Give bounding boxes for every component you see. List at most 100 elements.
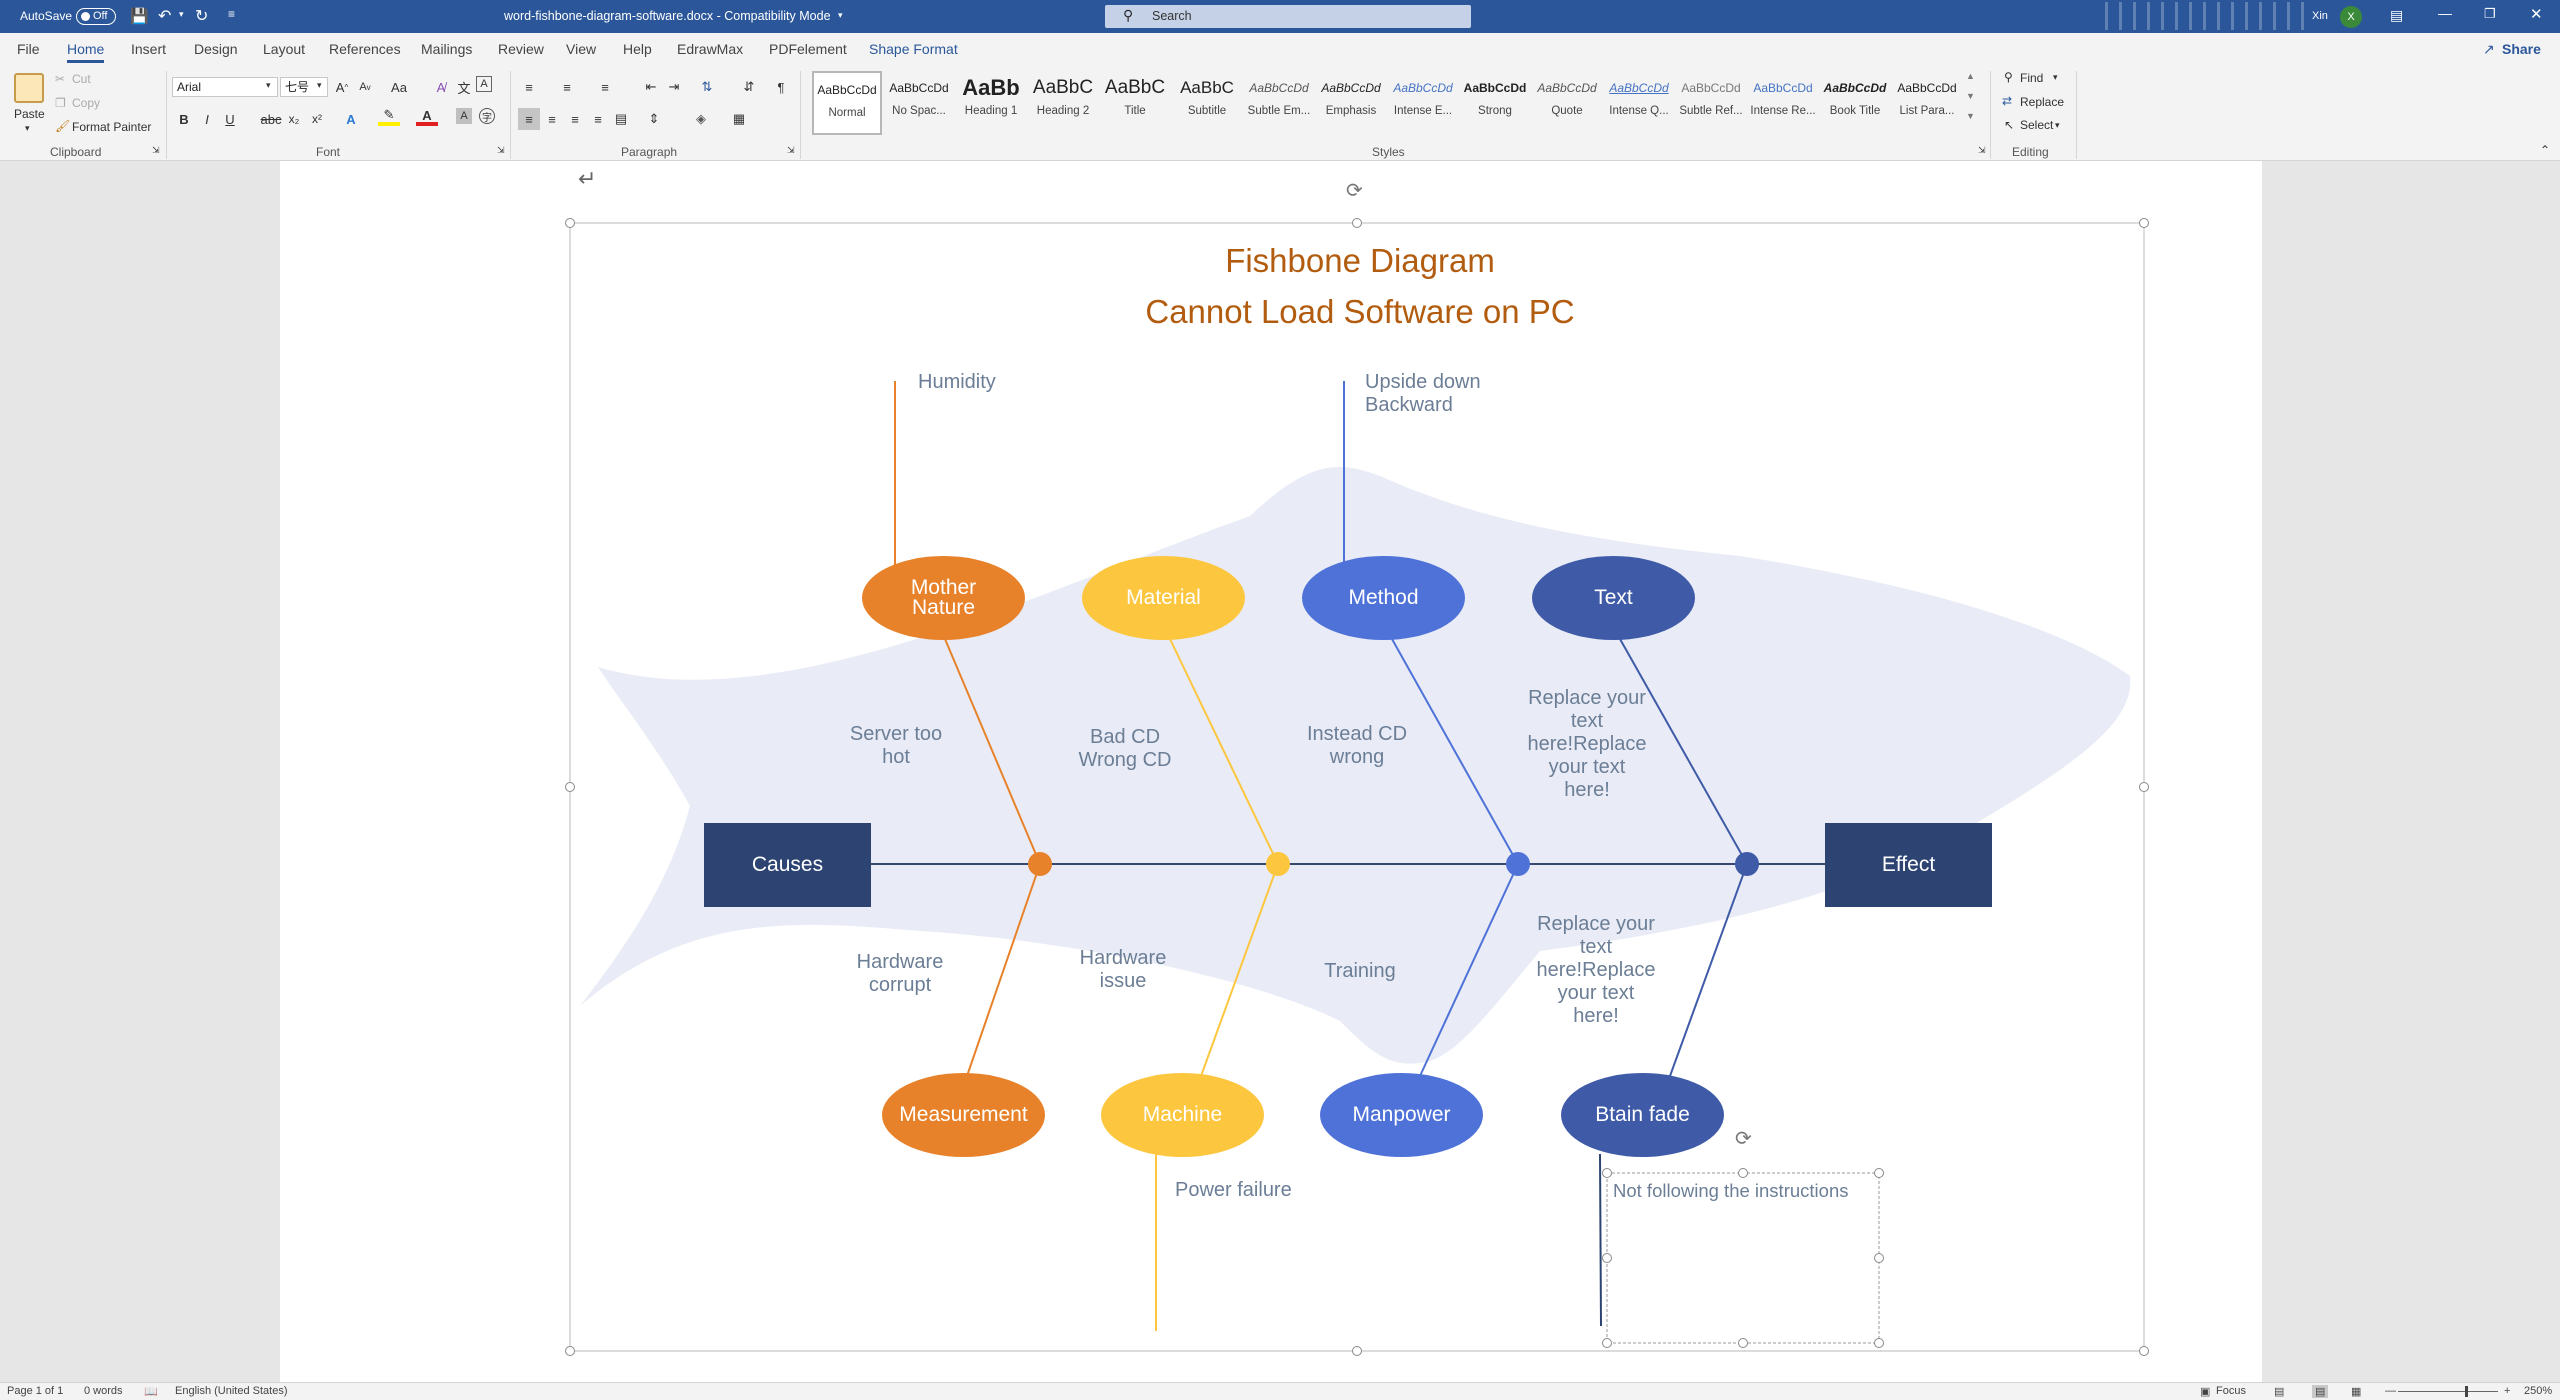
- share-button[interactable]: Share: [2502, 41, 2541, 57]
- justify-icon[interactable]: ≡: [594, 111, 602, 127]
- word-count[interactable]: 0 words: [84, 1385, 123, 1397]
- category-machine[interactable]: Machine: [1101, 1073, 1264, 1157]
- read-mode-icon[interactable]: ▤: [2274, 1386, 2285, 1398]
- character-border-icon[interactable]: A: [476, 76, 492, 92]
- resize-handle[interactable]: [565, 218, 575, 228]
- focus-button[interactable]: Focus: [2216, 1385, 2246, 1397]
- tab-pdfelement[interactable]: PDFelement: [769, 41, 847, 57]
- select-dropdown-icon[interactable]: ▾: [2055, 120, 2060, 130]
- clipboard-launcher-icon[interactable]: ⇲: [152, 145, 160, 155]
- select-icon[interactable]: ↖: [2004, 118, 2015, 132]
- tab-edrawmax[interactable]: EdrawMax: [677, 41, 744, 57]
- character-shading-icon[interactable]: A: [456, 108, 472, 124]
- tab-view[interactable]: View: [566, 41, 597, 57]
- proofing-icon[interactable]: 📖: [144, 1386, 158, 1398]
- rotate-handle-icon[interactable]: ⟳: [1735, 1128, 1752, 1150]
- find-icon[interactable]: ⚲: [2004, 70, 2013, 84]
- select-button[interactable]: Select: [2020, 118, 2054, 132]
- bold-icon[interactable]: B: [179, 111, 189, 127]
- share-icon[interactable]: ↗: [2483, 41, 2495, 57]
- restore-icon[interactable]: ❐: [2484, 6, 2496, 21]
- borders-icon[interactable]: ▦: [732, 111, 746, 126]
- chinese-layout-icon[interactable]: ⇅: [701, 79, 713, 94]
- search-box[interactable]: ⚲ Search: [1105, 5, 1471, 28]
- cut-icon[interactable]: ✂: [55, 72, 66, 86]
- label-hardware-corrupt[interactable]: Hardware corrupt: [856, 951, 944, 996]
- resize-handle[interactable]: [565, 1346, 575, 1356]
- collapse-ribbon-icon[interactable]: ⌃: [2540, 143, 2551, 157]
- tab-design[interactable]: Design: [194, 41, 238, 57]
- sort-icon[interactable]: ⇵: [743, 79, 755, 94]
- align-left-icon[interactable]: ≡: [518, 108, 540, 130]
- category-material[interactable]: Material: [1082, 556, 1245, 640]
- resize-handle[interactable]: [2139, 1346, 2149, 1356]
- font-color-icon[interactable]: A: [416, 108, 438, 126]
- copy-button[interactable]: Copy: [72, 96, 101, 110]
- phonetic-guide-icon[interactable]: 文: [457, 80, 471, 96]
- causes-box[interactable]: Causes: [704, 823, 871, 907]
- category-manpower[interactable]: Manpower: [1320, 1073, 1483, 1157]
- styles-scroll-up-icon[interactable]: ▲: [1966, 71, 1975, 81]
- zoom-out-icon[interactable]: —: [2385, 1385, 2396, 1397]
- text-effects-icon[interactable]: A: [346, 111, 356, 127]
- format-painter-button[interactable]: Format Painter: [72, 120, 152, 134]
- tab-references[interactable]: References: [329, 41, 401, 57]
- document-page[interactable]: ↵: [280, 161, 2262, 1382]
- textbox-resize-handle[interactable]: [1874, 1253, 1884, 1263]
- font-launcher-icon[interactable]: ⇲: [497, 145, 505, 155]
- rotate-handle-icon[interactable]: ⟳: [1346, 180, 1363, 202]
- label-replace-text-bottom[interactable]: Replace your text here!Replace your text…: [1536, 913, 1656, 1027]
- paragraph-launcher-icon[interactable]: ⇲: [787, 145, 795, 155]
- italic-icon[interactable]: I: [205, 111, 209, 127]
- multilevel-list-icon[interactable]: ≡: [601, 79, 609, 95]
- decrease-indent-icon[interactable]: ⇤: [645, 79, 657, 94]
- label-training[interactable]: Training: [1324, 960, 1396, 982]
- diagram-subtitle[interactable]: Cannot Load Software on PC: [1145, 293, 1575, 330]
- copy-icon[interactable]: ❐: [55, 96, 66, 110]
- resize-handle[interactable]: [1352, 218, 1362, 228]
- page-count[interactable]: Page 1 of 1: [7, 1385, 64, 1397]
- save-icon[interactable]: 💾: [130, 8, 149, 25]
- font-family-select[interactable]: Arial: [172, 77, 278, 97]
- category-measurement[interactable]: Measurement: [882, 1073, 1045, 1157]
- redo-icon[interactable]: ↻: [195, 8, 209, 25]
- label-replace-text-top[interactable]: Replace your text here!Replace your text…: [1527, 687, 1647, 801]
- strikethrough-icon[interactable]: abc: [260, 111, 282, 127]
- numbering-icon[interactable]: ≡: [563, 79, 571, 95]
- resize-handle[interactable]: [2139, 218, 2149, 228]
- subscript-icon[interactable]: x₂: [288, 112, 300, 126]
- shading-icon[interactable]: ◈: [696, 111, 706, 126]
- format-painter-icon[interactable]: 🖌: [55, 119, 71, 133]
- language-indicator[interactable]: English (United States): [175, 1385, 288, 1397]
- paste-button[interactable]: Paste: [14, 107, 45, 121]
- paste-dropdown-icon[interactable]: ▾: [25, 123, 30, 133]
- textbox-resize-handle[interactable]: [1738, 1338, 1748, 1348]
- textbox-resize-handle[interactable]: [1602, 1253, 1612, 1263]
- font-family-dropdown-icon[interactable]: ▾: [266, 80, 271, 90]
- avatar[interactable]: X: [2340, 6, 2362, 28]
- increase-indent-icon[interactable]: ⇥: [668, 79, 680, 94]
- undo-dropdown-icon[interactable]: ▾: [179, 9, 184, 19]
- replace-button[interactable]: Replace: [2020, 95, 2065, 109]
- fishbone-diagram[interactable]: [280, 161, 2262, 1382]
- styles-more-icon[interactable]: ▼: [1966, 111, 1975, 121]
- category-method[interactable]: Method: [1302, 556, 1465, 640]
- minimize-icon[interactable]: —: [2438, 5, 2452, 21]
- enclose-characters-icon[interactable]: 字: [479, 108, 495, 124]
- label-server-too-hot[interactable]: Server too hot: [849, 723, 943, 768]
